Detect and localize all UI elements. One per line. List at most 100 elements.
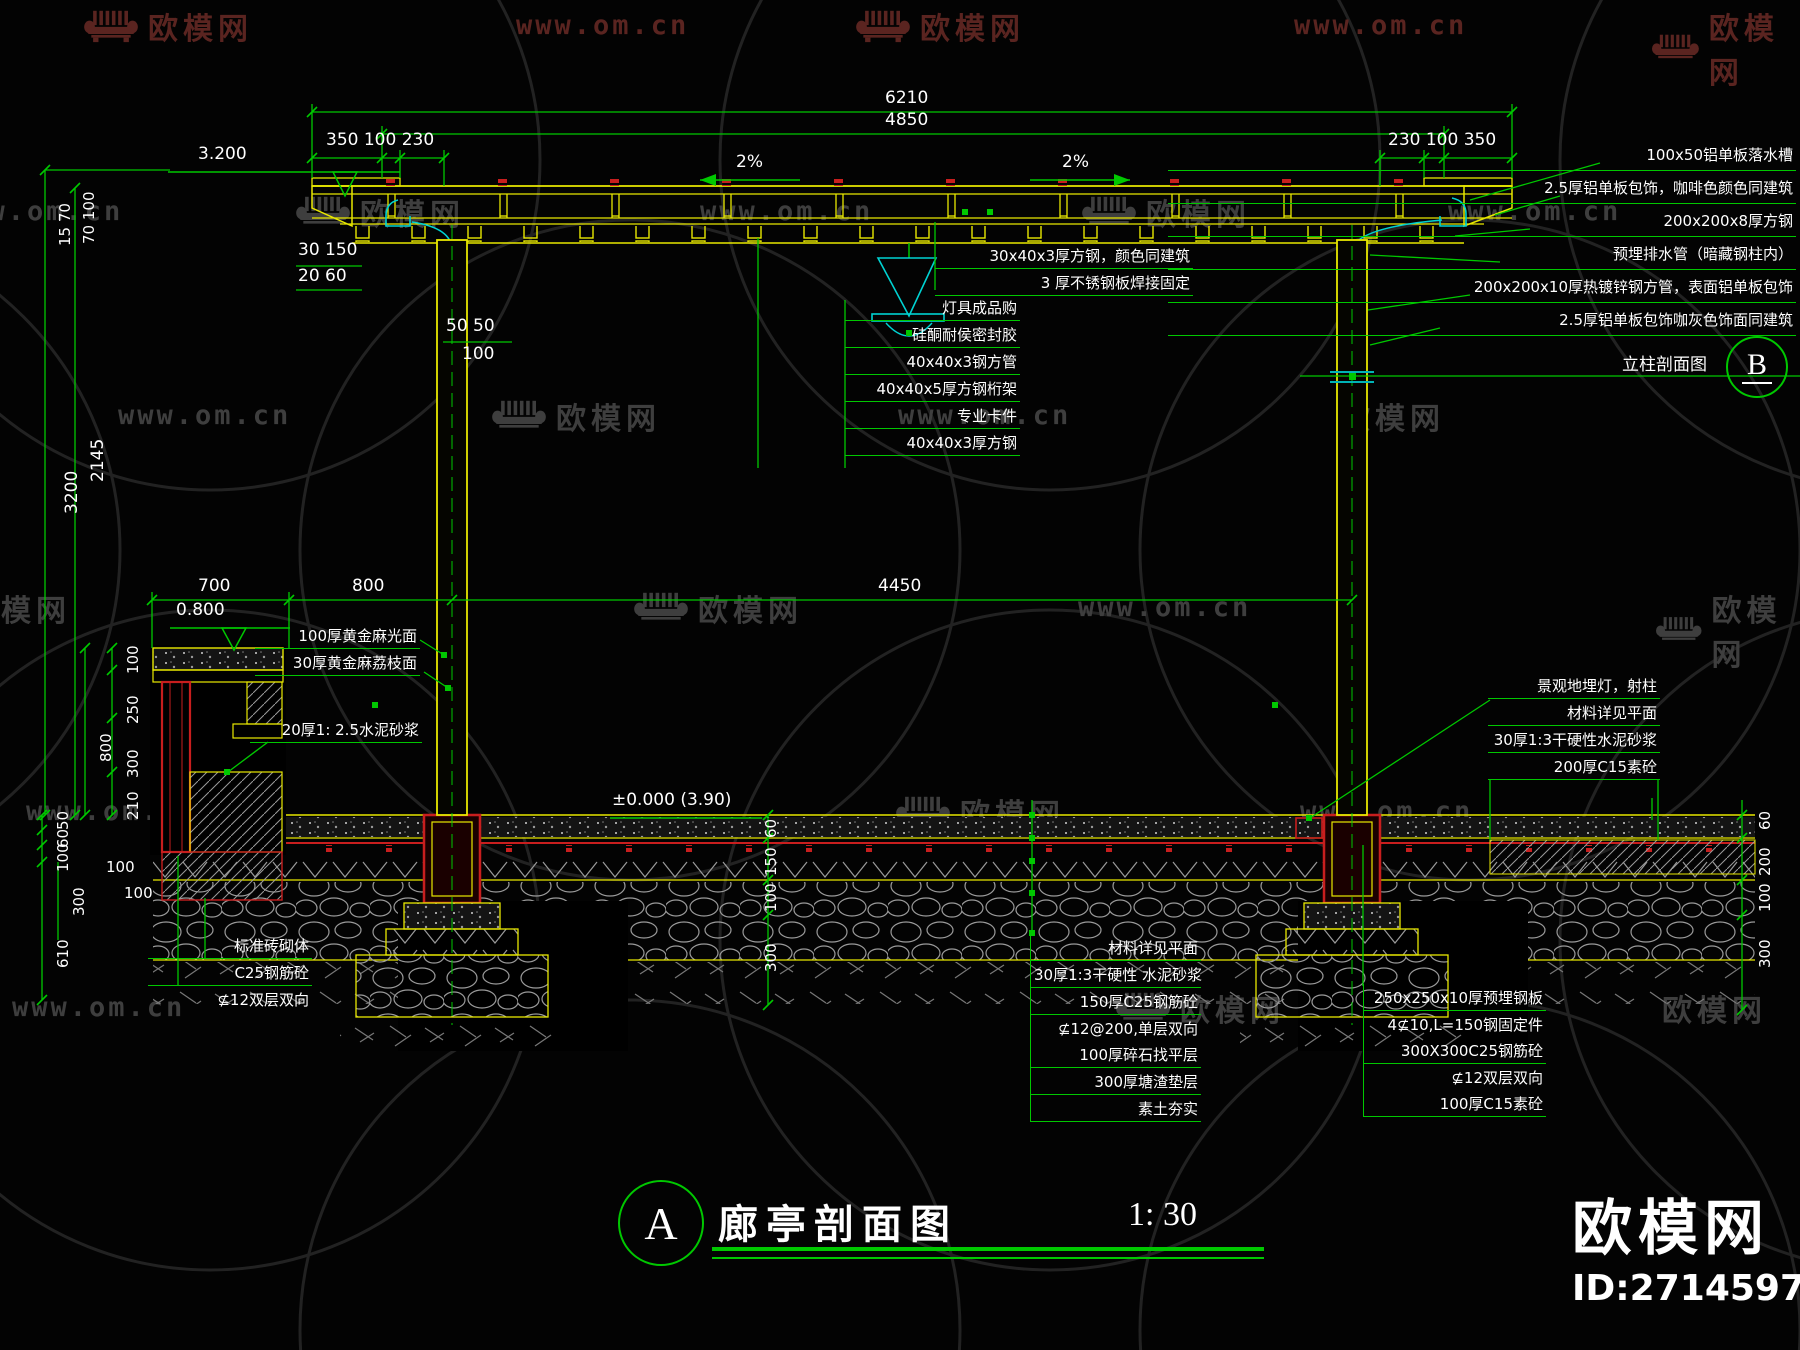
dim-gl-3: 100	[54, 843, 72, 872]
dim-gr-3: 100	[1756, 883, 1774, 912]
annotation: 4⊈10,L=150钢固定件	[1387, 1016, 1543, 1034]
dim-bench-a: 700	[198, 576, 231, 596]
slope-arrows	[700, 174, 1130, 186]
watermark-url: www.om.cn	[516, 10, 690, 41]
dim-slab-2: 150	[762, 847, 780, 876]
site-logo: 欧模网	[1572, 1194, 1770, 1264]
dim-roof-inner: 4850	[885, 110, 929, 130]
dim-eave-1: 30 150	[298, 240, 358, 260]
annotations-footing: 250x250x10厚预埋钢板 4⊈10,L=150钢固定件 300X300C2…	[1363, 984, 1546, 1117]
dim-bay: 4450	[878, 576, 922, 596]
annotation: 100x50铝单板落水槽	[1168, 138, 1796, 171]
dim-slab-3: 100	[762, 883, 780, 912]
slope-left: 2%	[736, 152, 763, 172]
annotation: 材料详见平面	[1488, 699, 1660, 726]
annotation: 40x40x5厚方钢桁架	[845, 375, 1020, 402]
annotation: 20厚1: 2.5水泥砂浆	[250, 716, 422, 743]
title-underline-thin	[712, 1257, 1264, 1259]
watermark-url: www.om.cn	[118, 400, 292, 431]
watermark-brand: 欧模网	[1652, 4, 1800, 92]
annotation: 40x40x3厚方钢	[845, 429, 1020, 456]
dim-gl-5: 610	[54, 939, 72, 968]
sofa-icon	[492, 400, 546, 428]
annotation: 30x40x3厚方钢，颜色同建筑	[935, 242, 1193, 269]
dim-gr-4: 300	[1756, 939, 1774, 968]
dim-bench-v1: 100	[124, 645, 142, 674]
watermark-brand: 欧模网	[84, 4, 253, 48]
sofa-icon	[1656, 617, 1702, 640]
dim-gl-4: 300	[70, 887, 88, 916]
section-marker-divider	[1742, 382, 1772, 384]
dim-slab-4: 300	[762, 943, 780, 972]
annotation: C25钢筋砼	[148, 959, 312, 986]
watermark-brand: 欧模网	[492, 394, 661, 438]
watermark-brand: 欧模网	[0, 594, 71, 629]
annotation: 250x250x10厚预埋钢板	[1364, 984, 1546, 1011]
annotation: 硅酮耐侯密封胶	[845, 321, 1020, 348]
roof-assembly	[311, 177, 1513, 244]
annotations-bench-2: 20厚1: 2.5水泥砂浆	[250, 716, 422, 743]
annotations-right-ground: 景观地埋灯，射柱 材料详见平面 30厚1:3干硬性水泥砂浆 200厚C15素砼	[1488, 672, 1660, 780]
dim-roof-left-group: 350 100 230	[326, 130, 435, 150]
drawing-scale: 1: 30	[1128, 1196, 1197, 1233]
watermark-url: www.om.cn	[898, 400, 1072, 431]
pendant-lamp	[871, 243, 945, 337]
annotation: 专业卡件	[845, 402, 1020, 429]
annotation: 30厚1:3干硬性 水泥砂浆	[1031, 961, 1202, 988]
section-marker-label: 立柱剖面图	[1622, 355, 1707, 375]
watermark-brand: 欧模网	[1656, 586, 1800, 674]
annotation: 300厚塘渣垫层	[1031, 1068, 1201, 1095]
elevation-markers	[168, 171, 762, 819]
annotation: ⊈12@200,单层双向	[1057, 1020, 1198, 1038]
annotation: 30厚黄金麻荔枝面	[255, 649, 420, 676]
sofa-icon	[856, 10, 910, 43]
dim-roof-right-group: 230 100 350	[1388, 130, 1497, 150]
elevation-roof: 3.200	[198, 144, 247, 164]
annotation: 3 厚不锈钢板焊接固定	[935, 269, 1193, 296]
dim-eave-2: 20 60	[298, 266, 347, 286]
annotation: 100厚黄金麻光面	[255, 622, 420, 649]
annotation: 景观地埋灯，射柱	[1488, 672, 1660, 699]
dim-bench-v2: 250	[124, 695, 142, 724]
dim-left-v3: 2145	[88, 438, 108, 482]
elevation-ground: ±0.000 (3.90)	[612, 790, 732, 810]
watermark-url: www.om.cn	[0, 196, 124, 227]
annotations-roof-center: 30x40x3厚方钢，颜色同建筑 3 厚不锈钢板焊接固定	[935, 242, 1193, 296]
dim-col-2: 100	[462, 344, 495, 364]
section-marker-letter: B	[1746, 348, 1767, 381]
annotation: 100厚碎石找平层	[1031, 1041, 1201, 1068]
annotations-lamp: 灯具成品购 硅酮耐侯密封胶 40x40x3钢方管 40x40x5厚方钢桁架 专业…	[845, 294, 1020, 456]
annotation: 200厚C15素砼	[1488, 753, 1660, 780]
dim-gr-2: 200	[1756, 847, 1774, 876]
annotation: 素土夯实	[1031, 1095, 1201, 1122]
dim-bench-v3: 300	[124, 749, 142, 778]
elevation-bench: 0.800	[176, 600, 225, 620]
dim-gl-h1: 100	[106, 858, 135, 876]
sofa-icon	[1652, 34, 1699, 59]
dim-bench-v4: 210	[124, 791, 142, 820]
annotations-right-roof: 100x50铝单板落水槽 2.5厚铝单板包饰，咖啡色颜色同建筑 200x200x…	[1168, 138, 1796, 336]
dim-col-1: 50 50	[446, 316, 495, 336]
watermark-url: www.om.cn	[1078, 592, 1252, 623]
section-marker-b: B	[1726, 336, 1788, 398]
drawing-marker-letter: A	[644, 1197, 678, 1249]
dim-bench-b: 800	[352, 576, 385, 596]
drawing-title: 廊亭剖面图	[718, 1202, 958, 1248]
dim-left-v2: 15 70	[56, 203, 74, 246]
dim-left-v1: 70 100	[80, 191, 98, 245]
leader-lines	[177, 162, 1800, 986]
dim-roof-overall: 6210	[885, 88, 929, 108]
dim-gl-1: 50	[54, 810, 72, 830]
annotation: 30厚1:3干硬性水泥砂浆	[1488, 726, 1660, 753]
dim-bench-v5: 800	[97, 733, 115, 762]
annotation: 2.5厚铝单板包饰咖灰色饰面同建筑	[1168, 303, 1796, 336]
annotation: ⊈12双层双向	[217, 991, 309, 1009]
watermark-url: www.om.cn	[1294, 10, 1468, 41]
annotations-bench-base: 标准砖砌体 C25钢筋砼 ⊈12双层双向	[148, 932, 312, 1012]
annotations-slab: 材料详见平面 30厚1:3干硬性 水泥砂浆 150厚C25钢筋砼 ⊈12@200…	[1030, 934, 1202, 1122]
watermark-brand: 欧模网	[856, 4, 1025, 48]
annotation: 150厚C25钢筋砼	[1031, 988, 1201, 1015]
dim-gl-h2: 100	[124, 884, 153, 902]
annotation: 200x200x10厚热镀锌钢方管，表面铝单板包饰	[1168, 270, 1796, 303]
